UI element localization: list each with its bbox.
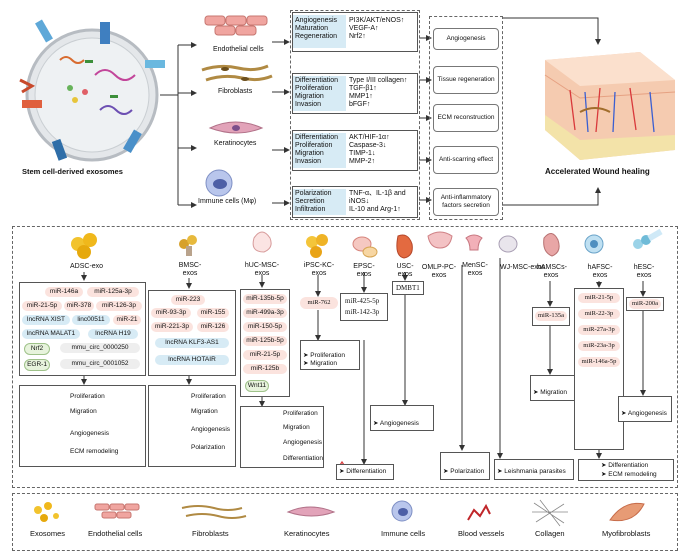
source-mensc: MenSC-exos [462,262,488,277]
immune-cells-icon [205,169,233,197]
mechanism-row-keratinocytes: Differentiation Proliferation Migration … [292,130,418,171]
hesc-mirna-box: miR-200a [626,297,664,311]
usc-mirna-box: DMBT1 [392,281,424,295]
hafsc-mirna-box: miR-21-5p miR-22-3p miR-27a-3p miR-23a-3… [574,288,624,450]
legend-icons [34,499,645,527]
endothelial-cells-icon [204,15,268,36]
hamsc-effects-box: ➤ Migration [530,375,582,401]
outcome-anti-inflammatory: Anti-inflammatory factors secretion [433,188,499,216]
source-label: Stem cell-derived exosomes [22,167,123,176]
adsc-mirna-box: miR-146a miR-125a-3p miR-21-5p miR-378 m… [19,282,146,376]
legend-exosomes: Exosomes [30,529,66,538]
mechanism-panel [290,10,420,220]
skin-illustration [544,52,676,160]
source-hamscs: hAMSCs-exos [537,264,567,279]
cell-label-endothelial: Endothelial cells [213,46,264,53]
legend-keratinocytes: Keratinocytes [284,529,330,538]
exosome-illustration [19,19,165,162]
result-label: Accelerated Wound healing [545,167,650,176]
cell-label-fibroblasts: Fibroblasts [218,88,253,95]
outcomes-panel [429,16,503,220]
leishmania-effect-box: ➤ Leishmania parasites [494,459,574,480]
hesc-effects-box: ➤ Angiogenesis [618,396,672,422]
legend-immune-cells: Immune cells [381,529,426,538]
legend-fibroblasts: Fibroblasts [192,529,229,538]
cell-label-keratinocytes: Keratinocytes [214,140,257,147]
legend-myofibroblasts: Myofibroblasts [602,529,651,538]
legend-panel [12,493,678,551]
huc-mirna-box: miR-135b-5p miR-499a-3p miR-150-5p miR-1… [240,289,290,397]
source-huc-msc: hUC-MSC-exos [244,262,280,277]
sources-panel [12,226,678,488]
cell-label-immune: Immune cells (Mφ) [198,198,257,205]
source-bmsc: BMSC-exos [178,262,202,277]
bmsc-mirna-box: miR-223 miR-93-3p miR-155 miR-221-3p miR… [148,290,236,376]
legend-blood-vessels: Blood vessels [458,529,505,538]
source-epsc: EPSC-exos [353,263,375,278]
mechanism-row-fibroblasts: Differentiation Proliferation Migration … [292,73,418,114]
bmsc-effects-box: Proliferation Migration Angiogenesis Pol… [148,385,236,467]
source-hesc: hESC-exos [633,264,655,279]
legend-endothelial: Endothelial cells [88,529,143,538]
source-omlp-pc: OMLP-PC-exos [421,264,457,279]
outcome-ecm-reconstruction: ECM reconstruction [433,104,499,132]
mechanism-row-endothelial: Angiogenesis Maturation Regeneration PI3… [292,12,418,52]
source-usc: USC-exos [396,263,414,278]
epsc-mirna-box: miR-425-5p miR-142-3p [340,293,388,321]
source-adsc: ADSC-exo [70,263,104,270]
outcome-angiogenesis: Angiogenesis [433,28,499,50]
hafsc-effects-box: ➤ Differentiation ➤ ECM remodeling [578,459,674,481]
differentiation-effect-box: ➤ Differentiation [336,464,394,480]
ipsc-effects-box: ➤ Proliferation ➤ Migration [300,340,360,370]
keratinocytes-icon [208,121,264,134]
huc-effects-box: Proliferation Migration Angiogenesis Dif… [240,406,324,468]
source-wj-msc: WJ-MSC-exos [500,264,546,271]
usc-effects-box: ➤ Angiogenesis [370,405,434,431]
outcome-anti-scarring: Anti-scarring effect [433,146,499,174]
source-ipsc-kc: iPSC-KC-exos [303,262,335,277]
adsc-effects-box: Proliferation Migration Angiogenesis ECM… [19,385,146,467]
hamsc-mirna-box: miR-135a [532,307,570,326]
polarization-effect-box: ➤ Polarization [440,452,490,480]
source-icons [71,228,663,259]
fibroblasts-icon [201,64,273,82]
outcome-tissue-regeneration: Tissue regeneration [433,66,499,94]
legend-collagen: Collagen [535,529,565,538]
source-hafsc: hAFSC-exos [587,264,613,279]
ipsc-mirna: miR-762 [300,297,338,309]
mechanism-row-immune: Polarization Secretion Infiltration TNF-… [292,186,418,218]
